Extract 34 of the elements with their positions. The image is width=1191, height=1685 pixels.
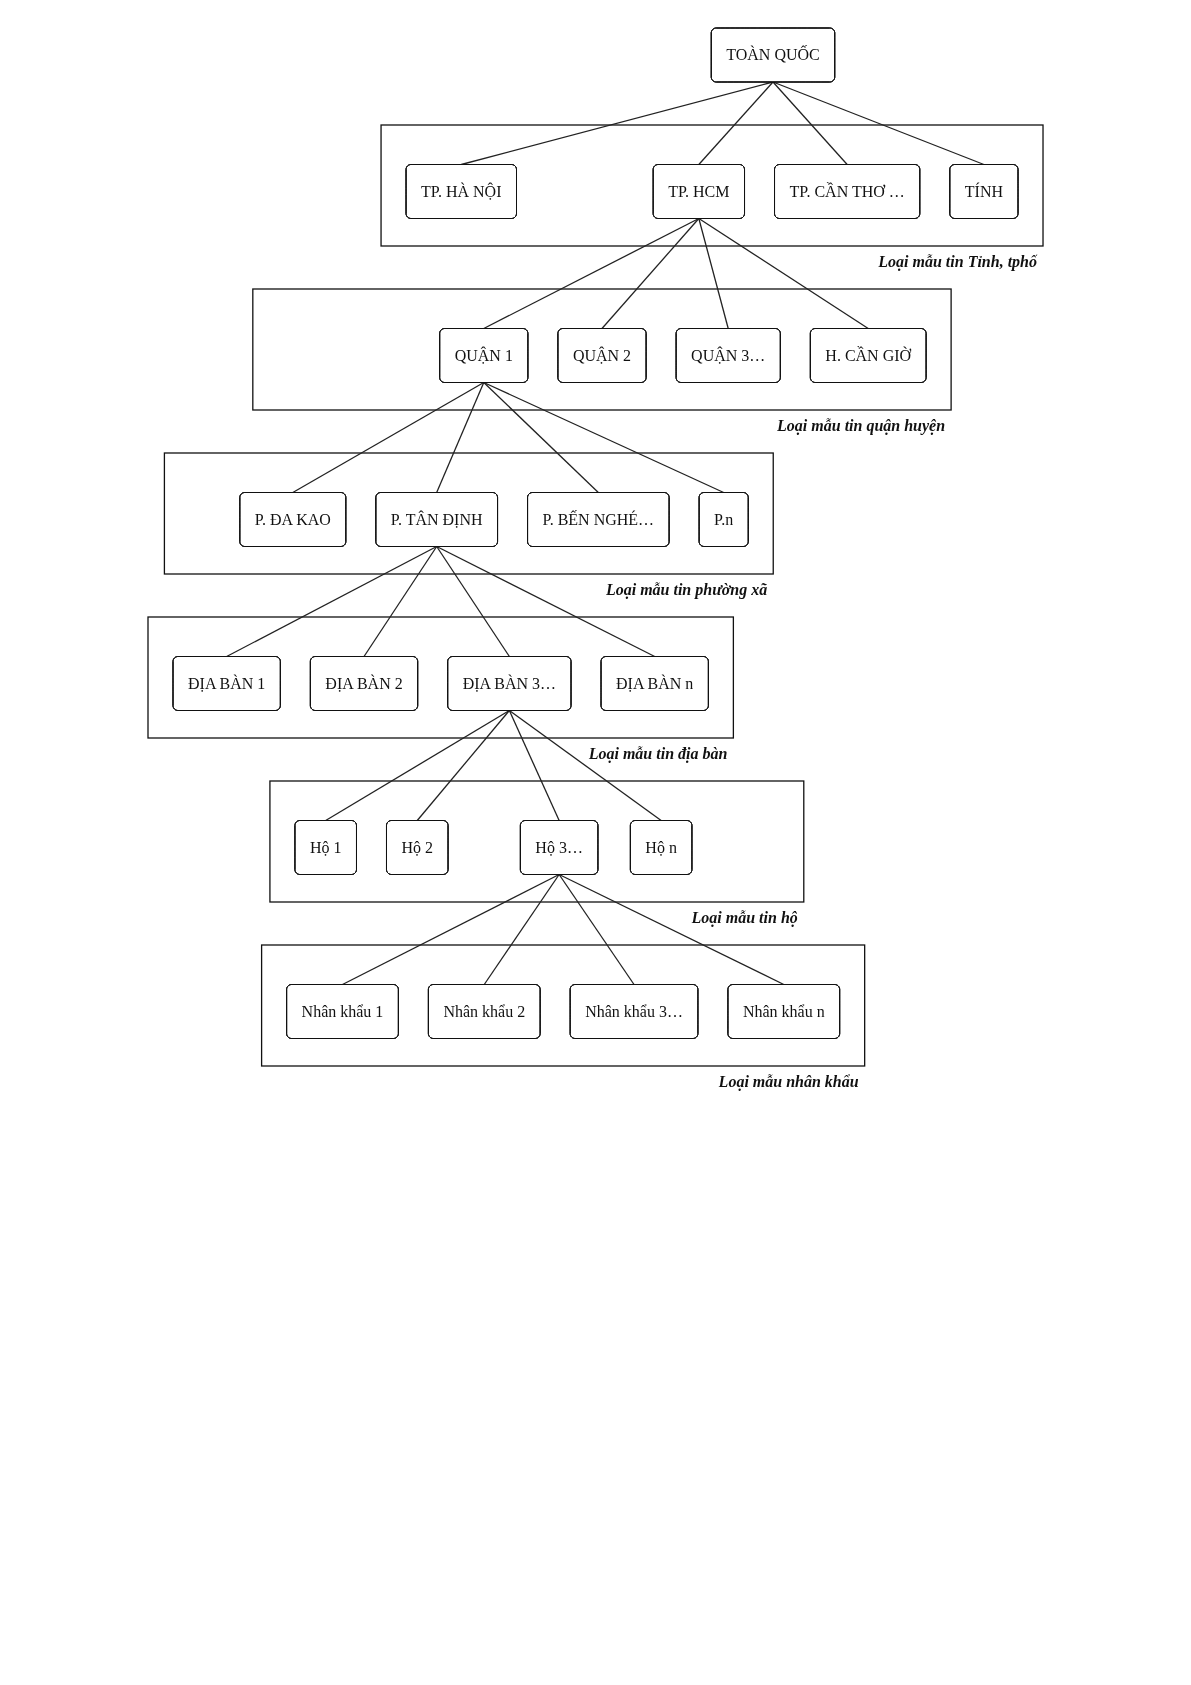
connector: [483, 381, 599, 494]
connector: [483, 381, 725, 494]
node-label: Loại mẫu tin quận huyện: [777, 417, 946, 434]
connector: [436, 545, 656, 658]
connector: [226, 545, 438, 658]
connector: [416, 709, 510, 822]
cluster: [269, 780, 805, 903]
node-label: Loại mẫu tin địa bàn: [588, 745, 728, 762]
connector: [292, 381, 485, 494]
node-label: Loại mẫu nhân khẩu: [718, 1073, 859, 1090]
connector: [772, 81, 985, 166]
connector: [698, 217, 729, 330]
connector: [698, 81, 774, 166]
cluster: [252, 288, 952, 411]
cluster: [147, 616, 734, 739]
connector: [558, 873, 635, 986]
cluster: [260, 944, 866, 1067]
connector: [436, 545, 510, 658]
connector: [483, 217, 700, 330]
connector: [508, 709, 560, 822]
cluster: [380, 124, 1044, 247]
connector: [436, 381, 485, 494]
connector: [772, 81, 848, 166]
connector: [483, 873, 560, 986]
connector: [325, 709, 510, 822]
connector: [363, 545, 438, 658]
node-label: Loại mẫu tin hộ: [691, 909, 798, 926]
connector: [341, 873, 560, 986]
node-label: Loại mẫu tin phường xã: [605, 581, 768, 598]
cluster: [163, 452, 774, 575]
connector: [508, 709, 662, 822]
connector: [698, 217, 869, 330]
connector: [601, 217, 700, 330]
connector: [558, 873, 785, 986]
